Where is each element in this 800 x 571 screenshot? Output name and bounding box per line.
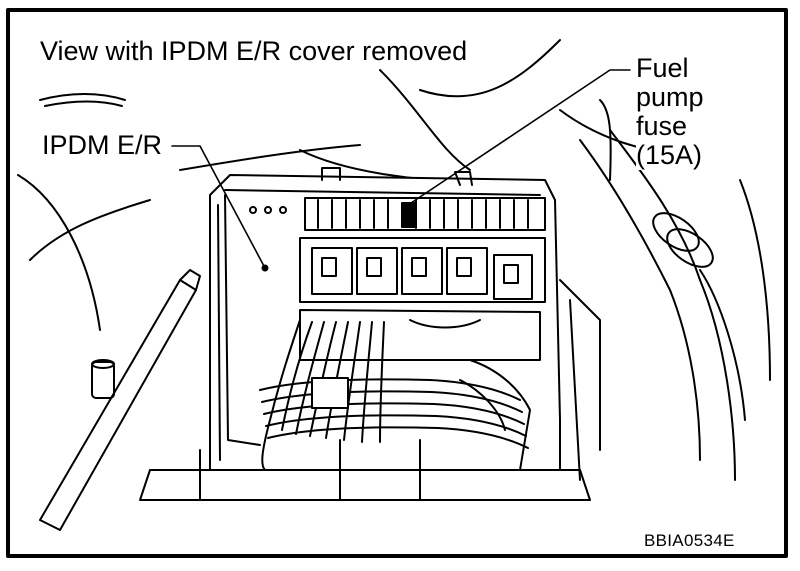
small-cylinder bbox=[91, 361, 115, 399]
callout-line-1: Fuel bbox=[636, 53, 689, 83]
hose-upper bbox=[579, 139, 671, 291]
figure-code: BBIA0534E bbox=[644, 531, 735, 550]
callout-line-4: (15A) bbox=[636, 140, 703, 170]
hose-clamp bbox=[652, 212, 700, 252]
fuel-pump-fuse-callout: Fuel pump fuse (15A) bbox=[636, 54, 704, 170]
figure-title: View with IPDM E/R cover removed bbox=[40, 36, 468, 66]
fuse-leader-line bbox=[407, 69, 631, 206]
fuel-pump-fuse-15a bbox=[401, 202, 416, 228]
fuse-row bbox=[304, 197, 546, 231]
ipdm-er-housing bbox=[209, 167, 561, 471]
wiring-harness bbox=[259, 309, 541, 471]
ipdm-er-label: IPDM E/R bbox=[42, 130, 163, 160]
left-strut bbox=[39, 279, 197, 531]
hood-edge-line bbox=[39, 93, 126, 101]
callout-line-3: fuse bbox=[636, 111, 688, 141]
callout-line-2: pump bbox=[636, 82, 704, 112]
lower-panel bbox=[139, 469, 591, 501]
relay-row bbox=[299, 237, 546, 303]
ipdm-leader-line bbox=[171, 145, 266, 269]
figure-border bbox=[6, 8, 788, 558]
